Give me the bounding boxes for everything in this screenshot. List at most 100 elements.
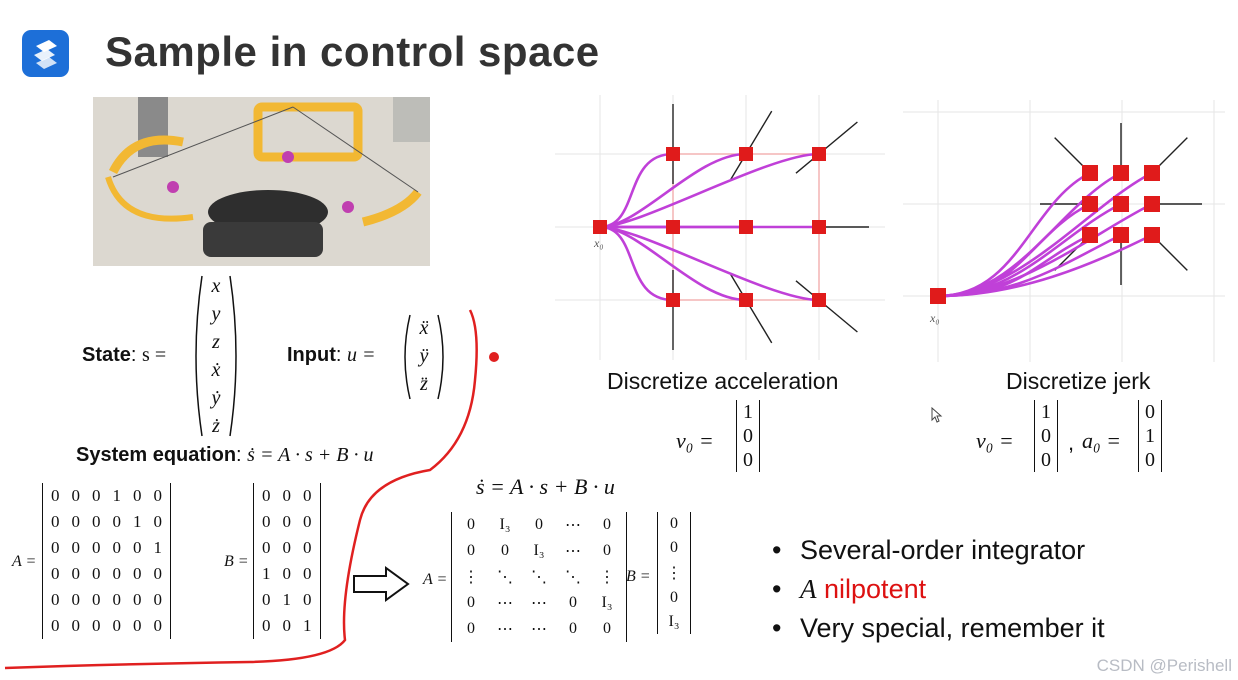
sample-node <box>1082 196 1098 212</box>
block-equation: ṡ = A · s + B · u <box>476 474 615 499</box>
sample-node <box>666 293 680 307</box>
bullet-item: •Very special, remember it <box>772 613 1105 643</box>
sample-node <box>812 220 826 234</box>
matrix-cell: 0 <box>51 564 60 583</box>
matrix-cell: 0 <box>51 616 60 635</box>
sample-node <box>1113 196 1129 212</box>
matrix-cell: 0 <box>71 590 81 609</box>
matrix-cell: 0 <box>92 486 101 505</box>
matrix-cell: 0 <box>51 538 60 557</box>
sample-nodes <box>593 147 826 307</box>
trajectory-curve <box>599 152 820 229</box>
trajectory-curves <box>937 171 1153 298</box>
sample-node <box>812 293 826 307</box>
matrix-cell: 0 <box>670 589 678 606</box>
matrix-cell: ⋱ <box>565 569 581 586</box>
matrix-cell: 0 <box>153 564 163 583</box>
matrix-cell: 0 <box>133 590 142 609</box>
matrix-cell: 1 <box>282 590 292 609</box>
sample-node <box>739 293 753 307</box>
matrix-cell: 0 <box>133 564 142 583</box>
matrix-b-name: B = <box>224 553 249 570</box>
matrix-cell: 1 <box>262 564 271 583</box>
jerk-sampling-diagram <box>903 100 1225 362</box>
matrix-cell: 0 <box>71 616 81 635</box>
matrix-cell: ⋯ <box>497 621 513 638</box>
sample-node <box>1082 165 1098 181</box>
slide-title: Sample in control space <box>105 28 600 75</box>
system-equation-label: System equation <box>76 444 237 466</box>
bullet-prefix: A <box>800 574 817 604</box>
sample-node <box>1144 165 1160 181</box>
matrix-cell: 0 <box>282 538 292 557</box>
jerk-v0-vector: 1 0 0 <box>1034 400 1058 472</box>
jerk-v0-label: v₀ = <box>976 428 1014 453</box>
sample-node <box>666 220 680 234</box>
trajectory-curve <box>599 152 674 229</box>
right-arrow-icon <box>353 566 410 602</box>
matrix-cell: 0 <box>92 512 101 531</box>
state-vector-brackets <box>195 275 237 437</box>
matrix-cell: 1 <box>303 616 312 635</box>
sample-node <box>1113 227 1129 243</box>
matrix-cell: 0 <box>153 486 163 505</box>
matrix-cell: ⋯ <box>497 595 513 612</box>
state-label: State <box>82 344 131 366</box>
bullet-text: nilpotent <box>824 574 927 604</box>
state-component: x <box>211 275 221 297</box>
matrix-cell: 0 <box>262 616 271 635</box>
matrix-cell: I₃ <box>601 594 613 611</box>
matrix-cell: 0 <box>262 512 271 531</box>
trajectory-curve <box>937 202 1153 298</box>
matrix-cell: ⋱ <box>497 569 513 586</box>
matrix-cell: 0 <box>71 512 81 531</box>
watermark: CSDN @Perishell <box>1096 656 1232 675</box>
trajectory-curve <box>937 233 1153 298</box>
matrix-cell: ⋮ <box>666 565 682 582</box>
matrix-cell: 0 <box>112 564 122 583</box>
grid-lines <box>903 100 1225 362</box>
matrix-cell: 0 <box>467 620 475 637</box>
matrix-cell: 0 <box>153 590 163 609</box>
matrix-cell: 0 <box>282 616 292 635</box>
matrix-cell: 0 <box>71 538 81 557</box>
matrix-cell: ⋯ <box>531 621 547 638</box>
matrix-cell: 0 <box>670 515 678 532</box>
vector-entry: 0 <box>1145 449 1155 471</box>
matrix-cell: ⋮ <box>599 569 615 586</box>
matrix-cell: 0 <box>71 564 81 583</box>
jerk-a0-label: a₀ = <box>1082 428 1121 453</box>
vector-entry: 0 <box>743 425 753 447</box>
matrix-cell: 0 <box>262 486 271 505</box>
matrix-cell: ⋯ <box>565 517 581 534</box>
matrix-cell: I₃ <box>533 542 545 559</box>
quadrotor-photo <box>93 97 430 266</box>
start-node <box>593 220 607 234</box>
matrix-cell: 0 <box>133 486 142 505</box>
input-definition: Input: u = <box>287 344 376 366</box>
matrix-cell: ⋱ <box>531 569 547 586</box>
sample-node <box>1082 227 1098 243</box>
matrix-cell: 0 <box>303 590 312 609</box>
sample-node <box>1144 196 1160 212</box>
matrix-cell: 0 <box>282 512 292 531</box>
matrix-cell: 0 <box>670 539 678 556</box>
matrix-cell: 0 <box>133 616 142 635</box>
matrix-cell: 0 <box>569 594 577 611</box>
matrix-cell: 0 <box>71 486 81 505</box>
matrix-cell: 0 <box>92 616 101 635</box>
matrix-cell: 0 <box>535 516 543 533</box>
vector-entry: 1 <box>1145 425 1155 447</box>
matrix-cell: 0 <box>51 512 60 531</box>
matrix-cell: 0 <box>303 486 312 505</box>
vector-entry: 0 <box>1041 449 1051 471</box>
bullet-item: •Several-order integrator <box>772 535 1086 565</box>
matrix-cell: 0 <box>262 590 271 609</box>
matrix-cell: 0 <box>303 564 312 583</box>
accel-caption: Discretize acceleration <box>607 368 839 394</box>
input-component: ẍ <box>419 317 429 339</box>
sample-node <box>812 147 826 161</box>
state-symbol: s = <box>142 344 167 366</box>
